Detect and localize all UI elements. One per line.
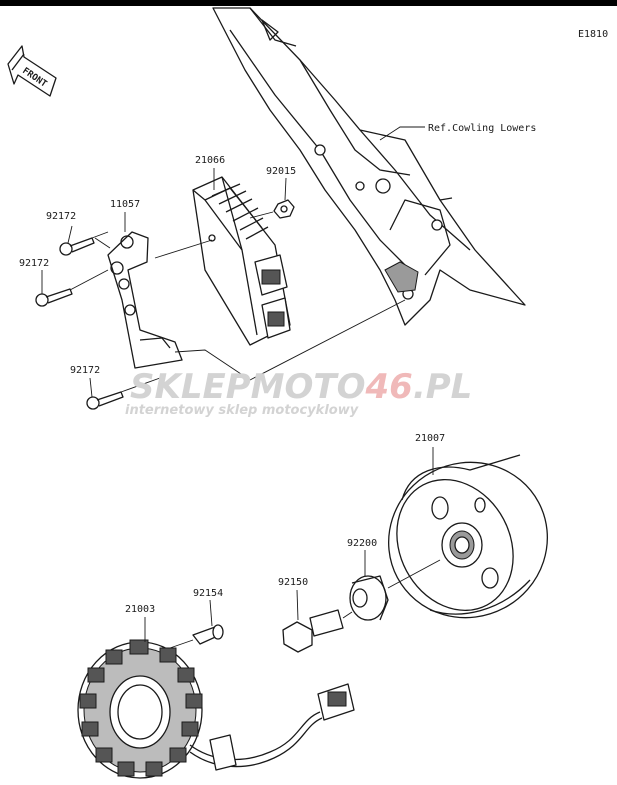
part-label-92015: 92015 <box>266 166 296 177</box>
part-label-92172-a: 92172 <box>46 211 76 222</box>
watermark-brand-a: SKLEP <box>130 367 251 407</box>
bracket <box>107 231 183 369</box>
frame-cowling <box>212 7 526 326</box>
part-label-92154: 92154 <box>193 588 223 599</box>
watermark-brand-c: 46 <box>365 367 413 407</box>
part-label-92172-b: 92172 <box>19 258 49 269</box>
stator <box>77 639 355 779</box>
part-label-92200: 92200 <box>347 538 377 549</box>
bolt-upper <box>59 231 109 256</box>
part-label-21066: 21066 <box>195 155 225 166</box>
flywheel-bolt <box>282 609 353 653</box>
flywheel <box>388 454 548 619</box>
top-border <box>0 0 617 6</box>
part-label-21007: 21007 <box>415 433 445 444</box>
nut <box>273 199 295 219</box>
diagram-code: E1810 <box>578 29 608 40</box>
front-arrow-icon: FRONT <box>7 45 57 97</box>
watermark-brand-b: MOTO <box>251 367 366 407</box>
watermark-brand-d: .PL <box>413 367 473 407</box>
regulator-rectifier <box>192 176 291 346</box>
watermark-tagline: internetowy sklep motocyklowy <box>125 403 359 418</box>
part-label-92150: 92150 <box>278 577 308 588</box>
part-label-92172-c: 92172 <box>70 365 100 376</box>
bolt-lower <box>86 377 161 410</box>
watermark-brand: SKLEPMOTO46.PL <box>130 367 472 407</box>
reference-note: Ref.Cowling Lowers <box>428 123 536 134</box>
watermark: SKLEPMOTO46.PL internetowy sklep motocyk… <box>125 367 472 418</box>
part-label-21003: 21003 <box>125 604 155 615</box>
part-label-11057: 11057 <box>110 199 140 210</box>
bolt-middle <box>35 269 109 307</box>
washer <box>349 575 389 621</box>
stator-bolt <box>169 624 224 649</box>
